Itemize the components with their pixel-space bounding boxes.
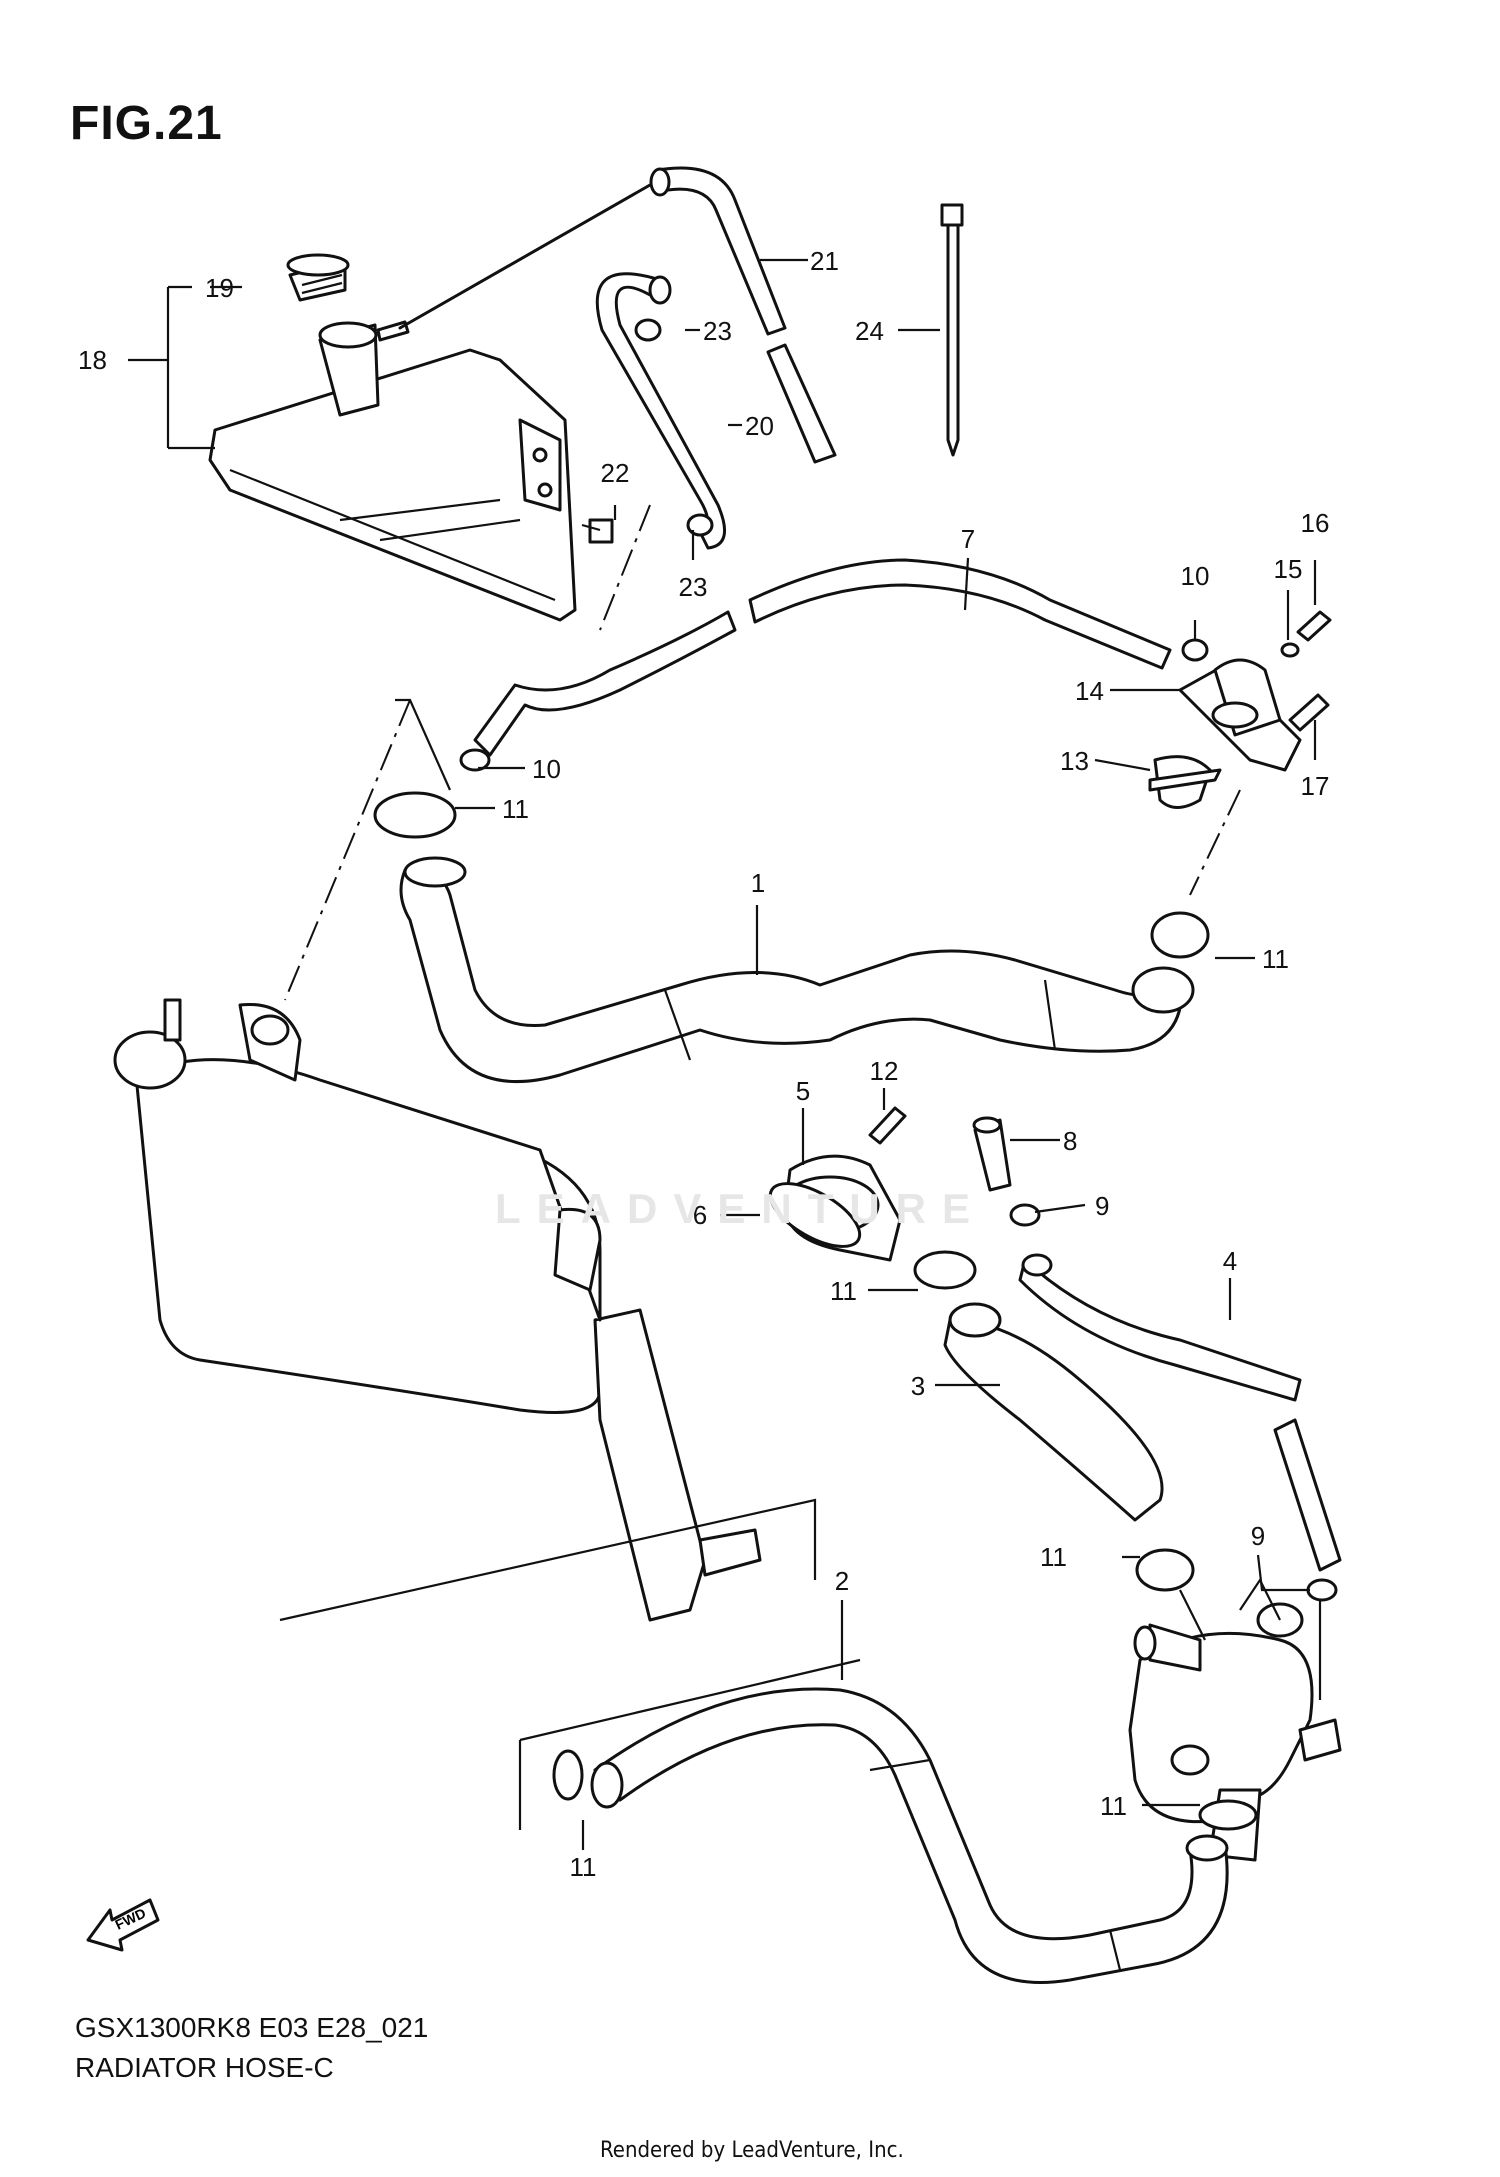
fwd-arrow-icon: FWD <box>86 1898 160 1952</box>
clip-10-right <box>1181 638 1209 662</box>
callout-11-lower-right: 11 <box>1100 1791 1127 1821</box>
reservoir-cap <box>286 253 350 302</box>
clip-23-lower <box>686 513 714 537</box>
cable-tie <box>940 203 964 457</box>
assembly-line <box>395 698 452 791</box>
thermostat <box>1148 755 1222 809</box>
callout-6: 6 <box>693 1200 707 1230</box>
callout-3: 3 <box>911 1371 925 1401</box>
callout-12: 12 <box>870 1056 899 1086</box>
callout-23-lower: 23 <box>679 572 708 602</box>
bolt-17 <box>1288 693 1330 732</box>
overflow-hose-20 <box>595 272 727 550</box>
callout-4: 4 <box>1223 1246 1237 1276</box>
assembly-line <box>279 1498 817 1622</box>
thermostat-cover <box>1178 658 1302 772</box>
diagram-name: RADIATOR HOSE-C <box>75 2052 334 2083</box>
hose-clamp-11f <box>1198 1799 1258 1831</box>
callout-22: 22 <box>601 458 630 488</box>
hose-7 <box>473 558 1172 757</box>
callout-14: 14 <box>1075 676 1104 706</box>
callout-16: 16 <box>1301 508 1330 538</box>
callout-24: 24 <box>855 316 884 346</box>
callout-11-pump: 11 <box>1040 1542 1067 1572</box>
clip-23-upper <box>634 318 662 342</box>
leader-lines <box>210 258 1317 1850</box>
callout-20: 20 <box>745 411 774 441</box>
callout-10-lower: 10 <box>532 754 561 784</box>
hose-clamp-11c <box>913 1250 977 1290</box>
bolt-22 <box>581 518 614 544</box>
assembly-line <box>599 504 651 631</box>
callout-23-upper: 23 <box>703 316 732 346</box>
callout-labels: 1 2 3 4 5 6 7 8 9 9 10 10 11 11 11 11 11… <box>78 246 1329 1882</box>
callout-17: 17 <box>1301 771 1330 801</box>
callout-7: 7 <box>961 524 975 554</box>
callout-19: 19 <box>205 273 234 303</box>
hose-clamp-11d <box>1135 1548 1195 1592</box>
bolt-15 <box>1280 642 1300 658</box>
clip-9-lower <box>1306 1578 1338 1602</box>
callout-11-right: 11 <box>1262 944 1289 974</box>
hose-4 <box>1018 1253 1342 1572</box>
callout-9-lower: 9 <box>1251 1521 1265 1551</box>
hose-clamp-11e <box>552 1749 584 1801</box>
callout-10-upper: 10 <box>1181 561 1210 591</box>
hose-clamp-11b <box>1150 911 1210 959</box>
watermark: LEADVENTURE <box>495 1185 987 1232</box>
clip-9-upper <box>1009 1203 1041 1227</box>
hose-clamp-11a <box>373 791 457 839</box>
assembly-line <box>284 699 411 1001</box>
radiator <box>113 998 762 1622</box>
assembly-line <box>1189 789 1241 896</box>
callout-13: 13 <box>1060 746 1089 776</box>
fitting-8 <box>972 1116 1012 1192</box>
radiator-hose-2 <box>590 1687 1229 1984</box>
callout-11-mid: 11 <box>830 1276 857 1306</box>
hose-3 <box>943 1302 1164 1522</box>
reservoir-tank <box>208 320 577 622</box>
render-credit: Rendered by LeadVenture, Inc. <box>600 2138 904 2163</box>
callout-21: 21 <box>810 246 839 276</box>
group-bracket-18 <box>166 285 215 450</box>
bolt-12 <box>868 1106 907 1145</box>
callout-9-upper: 9 <box>1095 1191 1109 1221</box>
callout-5: 5 <box>796 1076 810 1106</box>
figure-title: FIG.21 <box>70 97 223 150</box>
bolt-16 <box>1296 610 1332 642</box>
clip-10-left <box>459 748 491 772</box>
callout-8: 8 <box>1063 1126 1077 1156</box>
assembly-line <box>518 1658 861 1830</box>
overflow-hose-21 <box>398 166 837 464</box>
callout-1: 1 <box>751 868 765 898</box>
callout-2: 2 <box>835 1566 849 1596</box>
radiator-hose-1 <box>399 856 1195 1083</box>
callout-18: 18 <box>78 345 107 375</box>
callout-15: 15 <box>1274 554 1303 584</box>
callout-11-left: 11 <box>502 794 529 824</box>
model-code: GSX1300RK8 E03 E28_021 <box>75 2012 429 2043</box>
callout-11-lower-left: 11 <box>570 1852 597 1882</box>
gasket <box>768 1182 862 1248</box>
